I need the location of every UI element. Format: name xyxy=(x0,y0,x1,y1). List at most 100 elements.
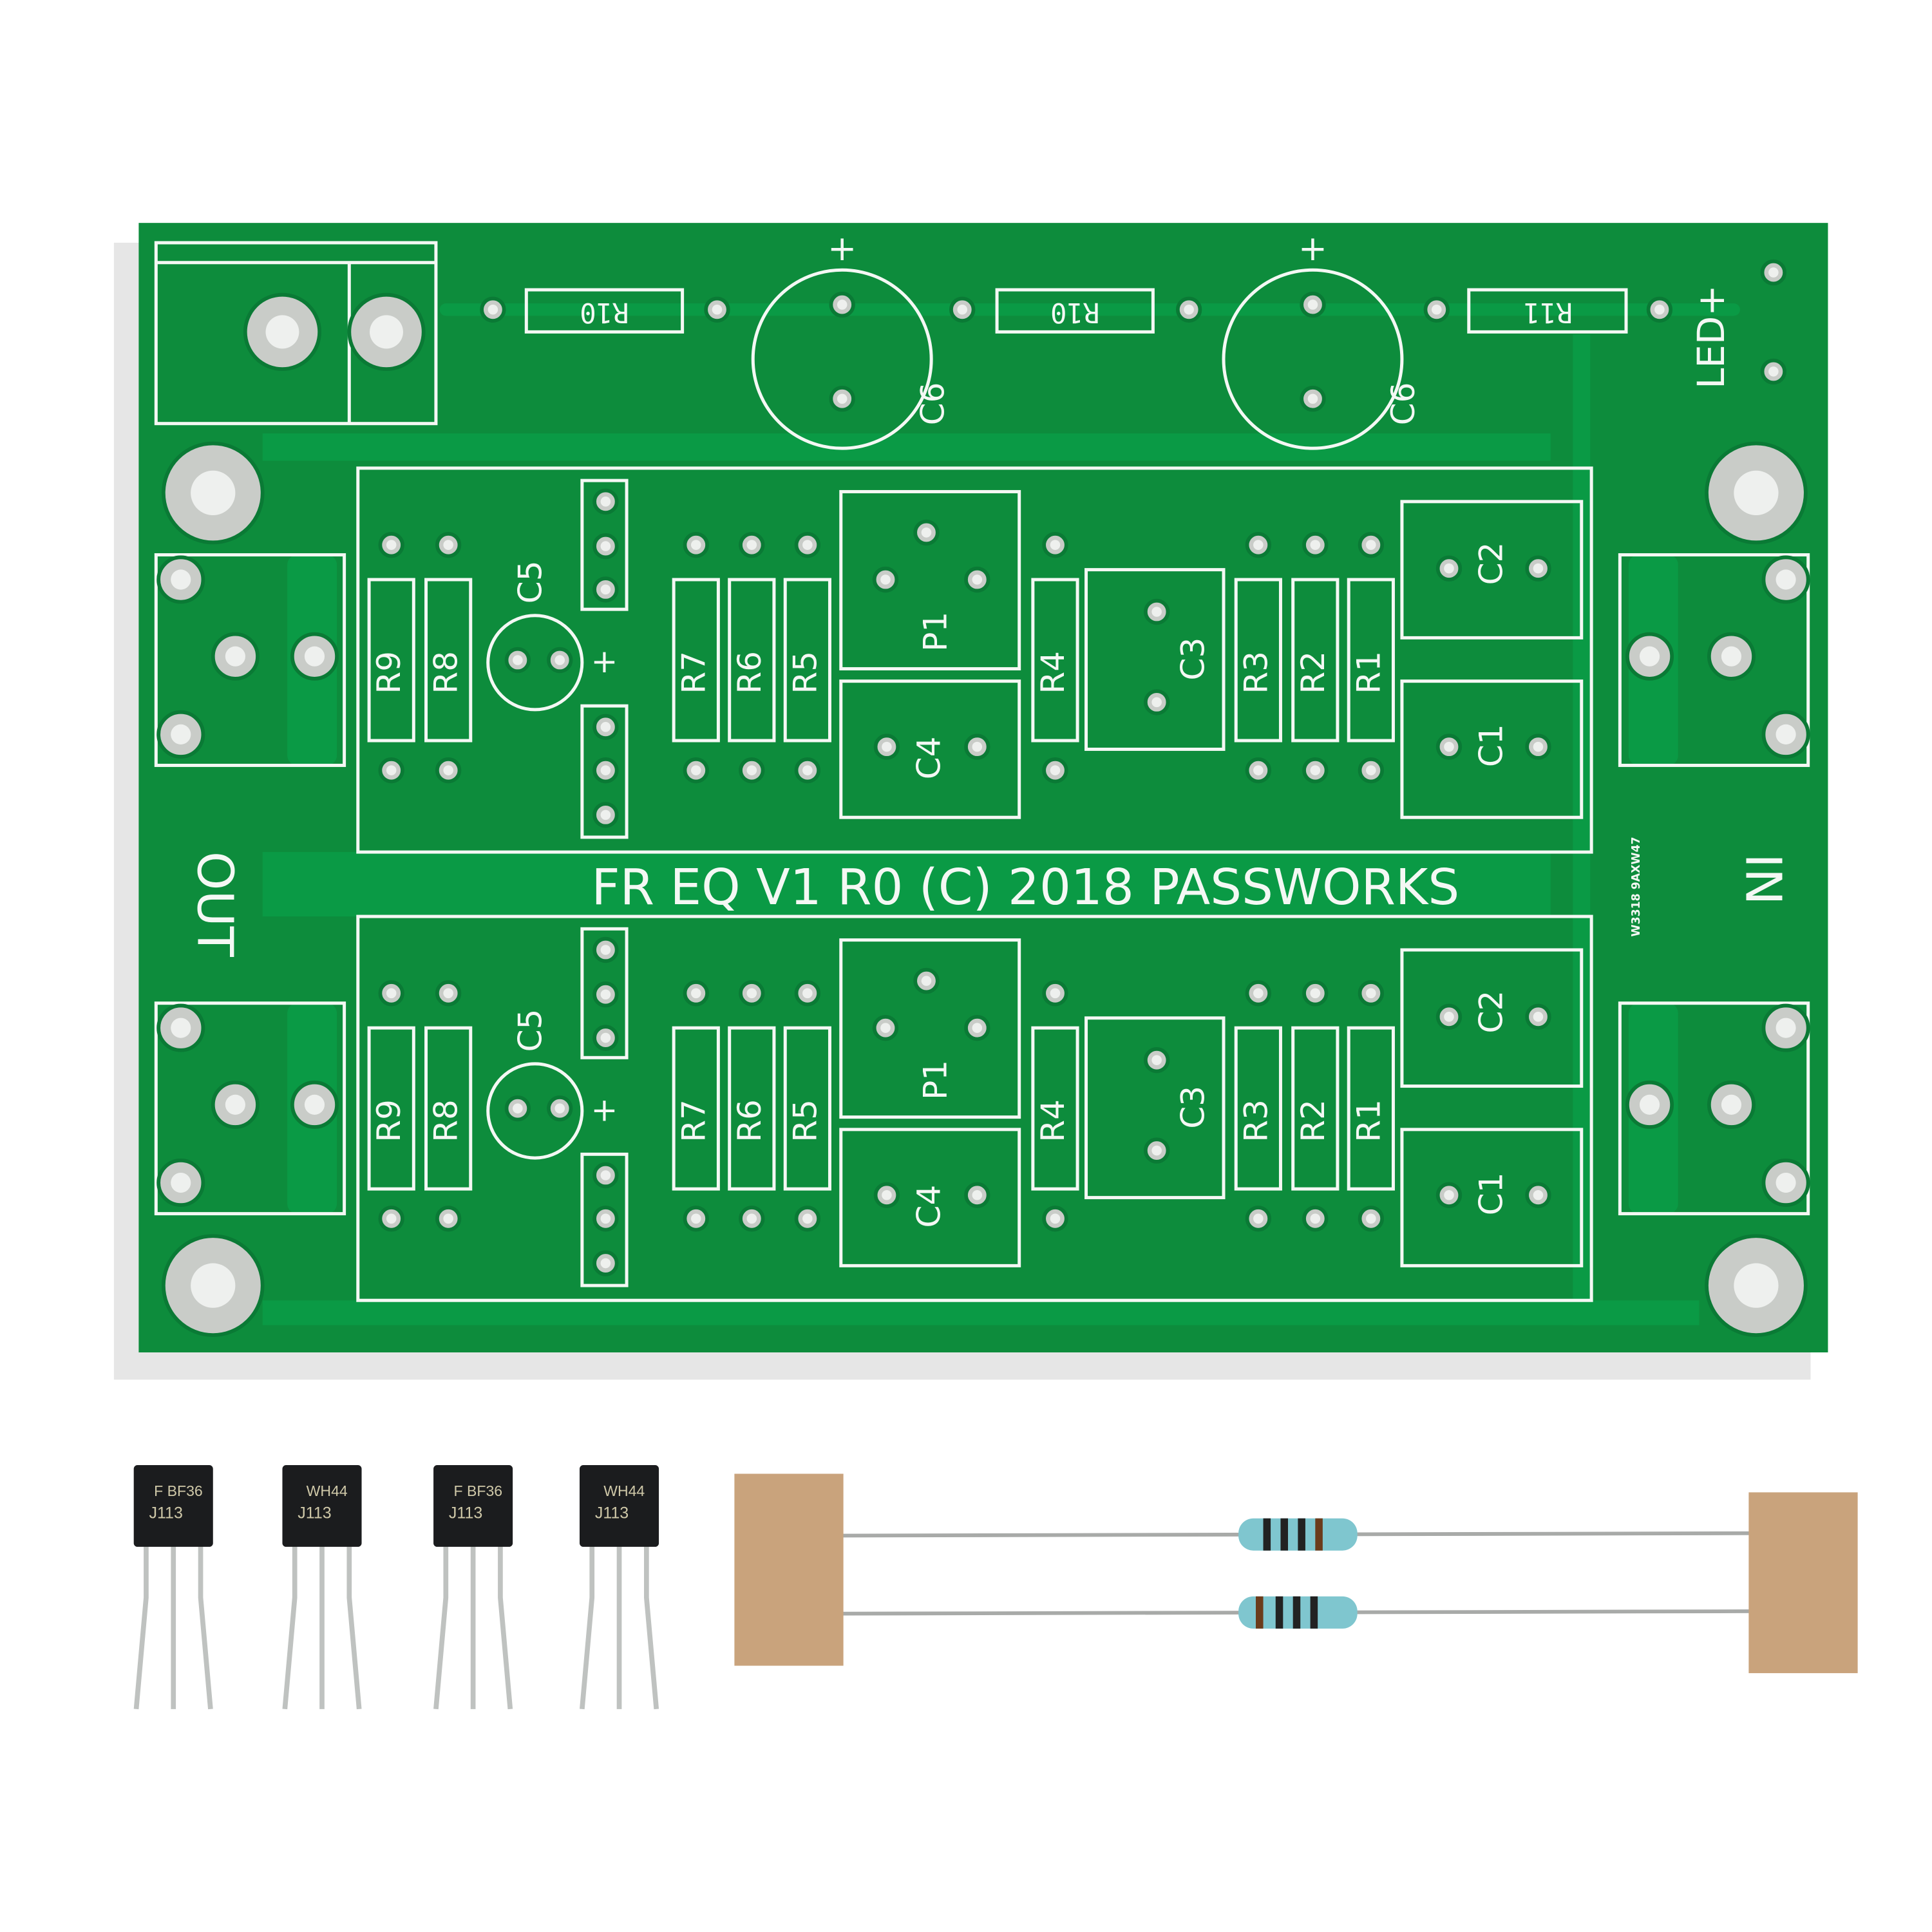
label-c3: C3 xyxy=(1174,638,1211,681)
label-r2: R2 xyxy=(1294,651,1332,694)
label-r7: R7 xyxy=(675,651,712,694)
pad-hole xyxy=(1721,646,1742,667)
resistor-outline-r8 xyxy=(424,1026,473,1191)
pad-hole xyxy=(690,540,701,550)
transistor-lead xyxy=(644,1546,659,1710)
label-r3: R3 xyxy=(1237,651,1274,694)
pad-hole xyxy=(1307,393,1318,404)
transistor-lead xyxy=(498,1546,513,1710)
transistor-body xyxy=(580,1465,659,1547)
pad-hole xyxy=(1768,267,1779,278)
transistor-lead xyxy=(433,1546,449,1710)
transistor-body xyxy=(133,1465,213,1547)
label-p1: P1 xyxy=(916,612,954,652)
pad-hole xyxy=(386,988,397,999)
label-r10a: R10 xyxy=(580,297,629,328)
fab-code: W3318 9AXW47 xyxy=(1630,837,1643,936)
pad-hole xyxy=(1050,765,1061,775)
channel-outline xyxy=(356,914,1593,1302)
header-outline xyxy=(580,704,629,839)
resistor-outline-r9 xyxy=(367,1026,415,1191)
pad-hole xyxy=(1533,1012,1544,1022)
pad-hole xyxy=(802,1213,813,1224)
traces xyxy=(262,303,1740,1325)
pad-hole xyxy=(225,1094,245,1115)
label-p1: P1 xyxy=(916,1060,954,1100)
solder-mask xyxy=(138,223,1828,1353)
pad-hole xyxy=(1253,540,1264,550)
label-r5: R5 xyxy=(786,1099,824,1142)
board-title: FR EQ V1 R0 (C) 2018 PASSWORKS xyxy=(591,859,1459,916)
header-outline xyxy=(580,927,629,1059)
marking-line1: F BF36 xyxy=(453,1482,502,1499)
resistor-outline-r7 xyxy=(672,578,720,743)
r11-outline xyxy=(1467,288,1628,334)
pad-hole xyxy=(443,765,453,775)
transistor-body xyxy=(282,1465,362,1547)
resistor-outline-r3 xyxy=(1234,578,1282,743)
pad-hole xyxy=(802,765,813,775)
pad-hole xyxy=(600,945,611,955)
c6a-outline xyxy=(751,268,933,450)
p1-outline xyxy=(839,489,1021,670)
pad-hole xyxy=(746,988,757,999)
label-r2: R2 xyxy=(1294,1099,1332,1142)
resistor-outline-r5 xyxy=(783,1026,831,1191)
label-r1: R1 xyxy=(1350,651,1387,694)
pad-hole xyxy=(1366,540,1376,550)
label-r3: R3 xyxy=(1237,1099,1274,1142)
label-r4: R4 xyxy=(1034,1099,1072,1142)
label-r8: R8 xyxy=(428,1099,465,1142)
pad-hole xyxy=(882,1189,892,1200)
c4-outline xyxy=(839,1128,1021,1267)
pad-hole xyxy=(1366,765,1376,775)
pad-hole xyxy=(1654,304,1665,315)
pad-hole xyxy=(1768,366,1779,377)
pad-hole xyxy=(972,574,983,585)
label-r1: R1 xyxy=(1350,1099,1387,1142)
transistor-lead xyxy=(282,1546,298,1710)
pad-hole xyxy=(1639,646,1660,667)
pad-hole xyxy=(386,540,397,550)
pad-hole xyxy=(837,299,848,310)
pad-hole xyxy=(1776,1018,1796,1038)
r10b-outline xyxy=(995,288,1155,334)
pad-hole xyxy=(972,741,983,752)
pad-hole xyxy=(225,646,245,667)
marking-line2: J113 xyxy=(149,1504,183,1522)
pad-hole xyxy=(712,304,723,315)
resistor-outline-r4 xyxy=(1031,578,1079,743)
pad-hole xyxy=(191,1263,236,1308)
pad-hole xyxy=(1184,304,1194,315)
pad-hole xyxy=(802,988,813,999)
marking-line2: J113 xyxy=(449,1504,482,1522)
pad-hole xyxy=(1253,988,1264,999)
pad-hole xyxy=(304,1094,325,1115)
label-r5: R5 xyxy=(786,651,824,694)
resistor-outline-r9 xyxy=(367,578,415,743)
pad-hole xyxy=(1444,1012,1454,1022)
marking-line1: F BF36 xyxy=(154,1482,203,1499)
resistor-strip xyxy=(734,1473,1858,1674)
pad-hole xyxy=(554,655,565,665)
pad-hole xyxy=(443,540,453,550)
label-r9: R9 xyxy=(370,1099,408,1142)
header-outline xyxy=(580,478,629,611)
label-r6: R6 xyxy=(731,1099,768,1142)
pad-hole xyxy=(1533,563,1544,574)
pad-hole xyxy=(1639,1094,1660,1115)
label-c5: C5 xyxy=(511,560,549,603)
resistor-outline-r5 xyxy=(783,578,831,743)
resistor-outline-r7 xyxy=(672,1026,720,1191)
in-connector-top xyxy=(1618,553,1810,767)
pad-hole xyxy=(600,1213,611,1224)
resistor xyxy=(1238,1596,1358,1629)
pad-hole xyxy=(265,315,299,349)
pad-hole xyxy=(1734,1263,1779,1308)
